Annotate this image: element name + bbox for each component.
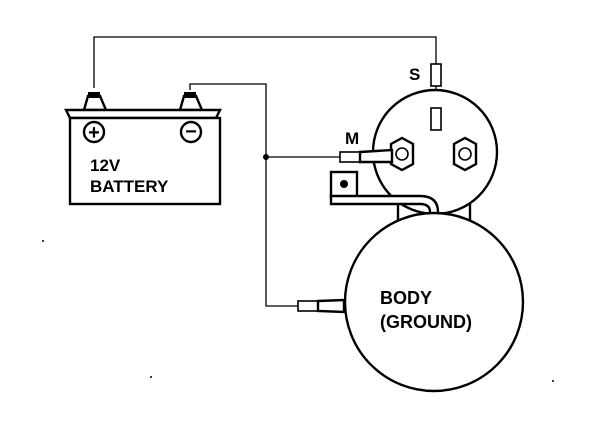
battery-negative-post [178, 94, 204, 112]
battery-negative-symbol-ring [179, 120, 203, 144]
motor-ground-label: (GROUND) [380, 312, 472, 332]
s-terminal-label: S [409, 65, 420, 84]
m-terminal-label: M [345, 129, 359, 148]
motor-body: BODY (GROUND) [343, 211, 525, 393]
battery-voltage-label: 12V [90, 156, 121, 175]
battery-negative-post-cap [184, 92, 196, 98]
m-connector-lead [358, 148, 394, 164]
wire-negative-lead [189, 83, 298, 307]
m-terminal-bolt [395, 147, 409, 161]
scan-speck [150, 376, 152, 378]
wire-junction-dot [263, 154, 269, 160]
battery: + − 12V BATTERY [64, 92, 222, 206]
m-terminal-connector: M [339, 129, 394, 164]
ground-connector [297, 298, 346, 314]
ground-connector-body [297, 300, 319, 312]
m-connector-body [339, 151, 361, 163]
scan-speck [42, 240, 44, 242]
ground-connector-clip [316, 298, 346, 314]
battery-positive-post [82, 94, 108, 112]
s-connector-terminal-front [430, 107, 442, 131]
battery-name-label: BATTERY [90, 177, 169, 196]
motor-housing [343, 211, 525, 393]
s-connector-body [430, 63, 442, 87]
motor-body-label: BODY [380, 288, 432, 308]
battery-positive-symbol-ring [82, 120, 106, 144]
wire-positive-to-s [93, 36, 437, 88]
battery-negative-symbol: − [185, 121, 197, 143]
battery-positive-symbol: + [88, 122, 100, 144]
scan-speck [552, 380, 554, 382]
strap-bracket-bolt [340, 180, 348, 188]
battery-positive-post-cap [88, 92, 100, 98]
battery-terminal-bolt [458, 147, 472, 161]
